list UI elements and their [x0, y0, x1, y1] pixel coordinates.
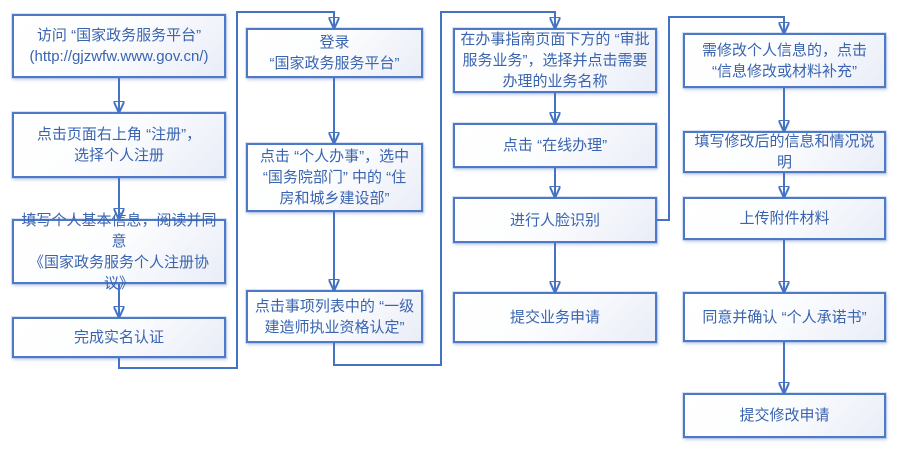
node-modify-personal-info: 需修改个人信息的，点击 “信息修改或材料补充” [683, 33, 886, 88]
node-confirm-personal-commitment: 同意并确认 “个人承诺书” [683, 292, 886, 342]
node-submit-modification-application: 提交修改申请 [683, 393, 886, 438]
node-select-approval-service: 在办事指南页面下方的 “审批 服务业务”，选择并点击需要 办理的业务名称 [453, 28, 657, 93]
node-click-qualification-item: 点击事项列表中的 “一级 建造师执业资格认定” [246, 290, 423, 343]
node-visit-platform: 访问 “国家政务服务平台” (http://gjzwfw.www.gov.cn/… [12, 14, 226, 78]
node-click-online-handle: 点击 “在线办理” [453, 123, 657, 168]
node-upload-attachments: 上传附件材料 [683, 197, 886, 240]
node-complete-realname-auth: 完成实名认证 [12, 317, 226, 358]
node-submit-business-application: 提交业务申请 [453, 292, 657, 343]
node-fill-basic-info: 填写个人基本信息，阅读并同意 《国家政务服务个人注册协议》 [12, 212, 226, 292]
node-fill-modified-info: 填写修改后的信息和情况说明 [683, 131, 886, 173]
node-click-register: 点击页面右上角 “注册”， 选择个人注册 [12, 112, 226, 178]
node-login-platform: 登录 “国家政务服务平台” [246, 28, 423, 78]
node-click-personal-affairs: 点击 “个人办事”，选中 “国务院部门” 中的 “住 房和城乡建设部” [246, 143, 423, 212]
node-face-recognition: 进行人脸识别 [453, 197, 657, 243]
